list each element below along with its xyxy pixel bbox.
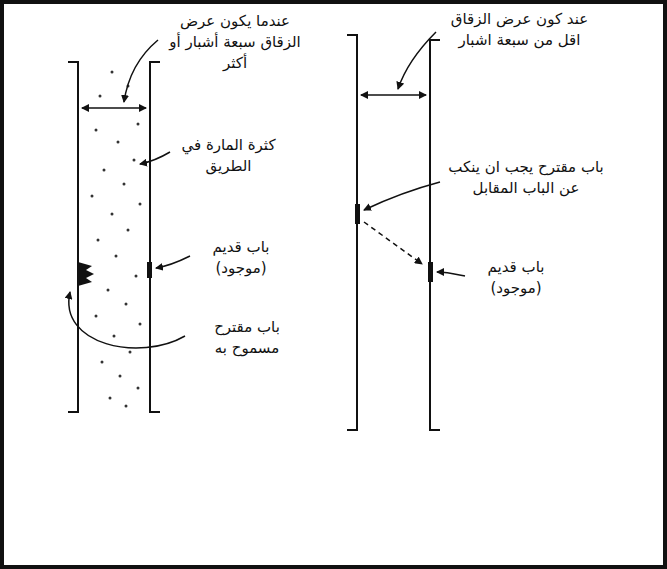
dot <box>129 351 132 354</box>
dot <box>95 129 98 132</box>
leader-line <box>140 152 170 164</box>
wall-line <box>150 62 160 412</box>
width-arrows <box>82 95 426 108</box>
leader-lines <box>69 32 465 348</box>
width-arrow <box>82 107 146 109</box>
dot <box>115 255 118 258</box>
dot <box>139 203 142 206</box>
leader-line <box>124 40 158 102</box>
width-arrow <box>361 94 426 96</box>
dot <box>127 229 130 232</box>
dot <box>135 275 138 278</box>
dot <box>125 303 128 306</box>
annotation-label: باب قديم (موجود) <box>468 256 564 300</box>
dot <box>139 323 142 326</box>
wall-line <box>68 62 78 412</box>
offset-arrow <box>364 222 422 264</box>
old-door <box>147 262 152 278</box>
leader-line <box>364 182 440 210</box>
leader-line <box>69 292 185 348</box>
dot <box>117 141 120 144</box>
annotation-label: عند كون عرض الزقاق اقل من سبعة اشبار <box>440 8 599 52</box>
dot <box>99 95 102 98</box>
dot <box>107 289 110 292</box>
crowd-dots <box>91 71 142 408</box>
dot <box>111 71 114 74</box>
dot <box>103 169 106 172</box>
annotation-label: باب مقترح يجب ان ينكب عن الباب المقابل <box>444 156 608 200</box>
dot <box>119 375 122 378</box>
wall-line <box>347 35 357 430</box>
dot <box>125 405 128 408</box>
dot <box>123 183 126 186</box>
leader-line <box>156 256 190 268</box>
annotation-label: عندما يكون عرض الزقاق سبعة أشبار أو أكثر <box>163 10 307 75</box>
proposed-door <box>78 262 94 286</box>
dot <box>101 361 104 364</box>
dot <box>109 397 112 400</box>
proposed-door <box>355 204 360 224</box>
dot <box>95 315 98 318</box>
old-door <box>428 262 433 282</box>
dot <box>137 123 140 126</box>
dot <box>137 387 140 390</box>
wall-line <box>430 40 440 430</box>
dot <box>113 335 116 338</box>
dot <box>133 159 136 162</box>
annotation-label: كثرة المارة في الطريق <box>174 134 283 178</box>
annotation-label: باب قديم (موجود) <box>194 236 288 280</box>
dot <box>97 239 100 242</box>
leader-line <box>398 32 436 89</box>
annotation-label: باب مقترح مسموح به <box>190 316 304 360</box>
dot <box>91 195 94 198</box>
leader-line <box>437 272 465 276</box>
dot <box>111 213 114 216</box>
alley-walls <box>68 35 440 430</box>
